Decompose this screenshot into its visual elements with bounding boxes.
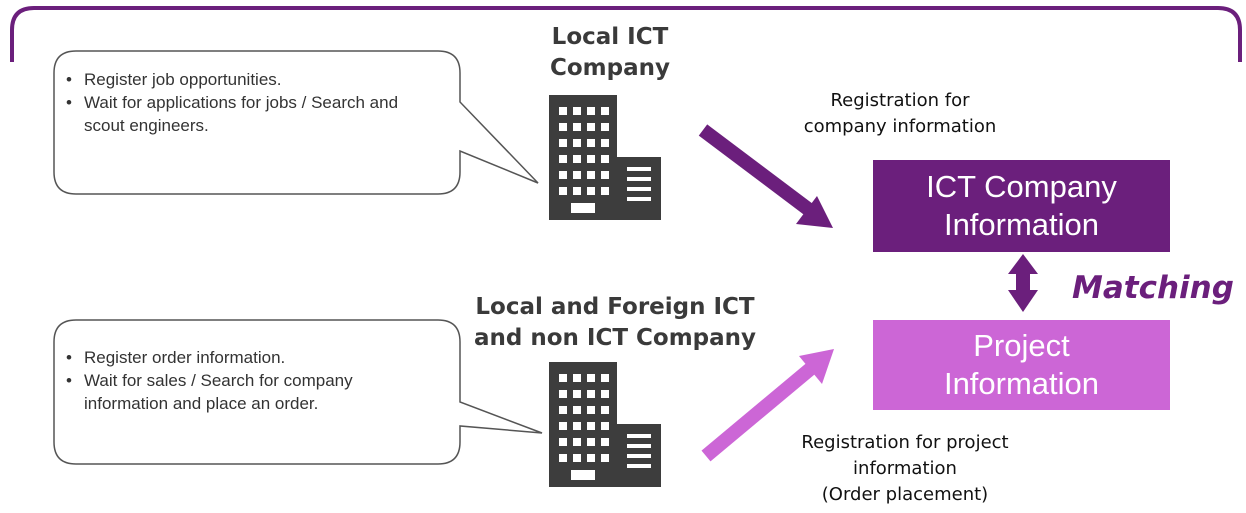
matching-label: Matching [1072,270,1234,306]
bubble-bottom-item: Register order information. [60,346,400,369]
arrow-project-registration-head [799,349,834,384]
bottom-arrow-label-line2: information [853,458,957,479]
project-info-line2: Information [943,366,1100,401]
ict-company-info-line1: ICT Company [926,169,1117,204]
bottom-arrow-label-line3: (Order placement) [821,484,989,505]
top-arrow-label: Registration for company information [760,88,1040,140]
building-icon [549,95,661,220]
bubble-top-item: Register job opportunities. [60,68,400,91]
top-arrow-label-line2: company information [803,116,997,137]
arrow-company-registration-head [796,196,833,228]
building-icon [549,362,661,487]
project-info-line1: Project [973,328,1070,363]
project-info-box: Project Information [873,320,1170,410]
matching-arrow-shaft [1016,272,1030,292]
bottom-company-title-line2: and non ICT Company [473,325,757,351]
bottom-arrow-label-line1: Registration for project [801,432,1009,453]
matching-arrow-head-down [1008,290,1038,312]
ict-company-info-line2: Information [943,207,1100,242]
bubble-top-item: Wait for applications for jobs / Search … [60,91,400,137]
top-arrow-label-line1: Registration for [830,90,970,111]
bubble-bottom-text: Register order information. Wait for sal… [60,346,400,415]
matching-arrow-head-up [1008,254,1038,274]
top-bracket [10,6,1242,62]
top-company-title-line2: Company [550,55,670,81]
top-company-title-line1: Local ICT [551,24,669,50]
top-company-title: Local ICT Company [480,22,740,84]
ict-company-info-box: ICT Company Information [873,160,1170,252]
bottom-company-title-line1: Local and Foreign ICT [475,294,755,320]
bubble-bottom-item: Wait for sales / Search for company info… [60,369,400,415]
arrow-company-registration [698,124,817,218]
bubble-top-text: Register job opportunities. Wait for app… [60,68,400,137]
bottom-arrow-label: Registration for project information (Or… [765,430,1045,508]
bottom-company-title: Local and Foreign ICT and non ICT Compan… [430,292,800,354]
arrow-project-registration [701,359,820,462]
